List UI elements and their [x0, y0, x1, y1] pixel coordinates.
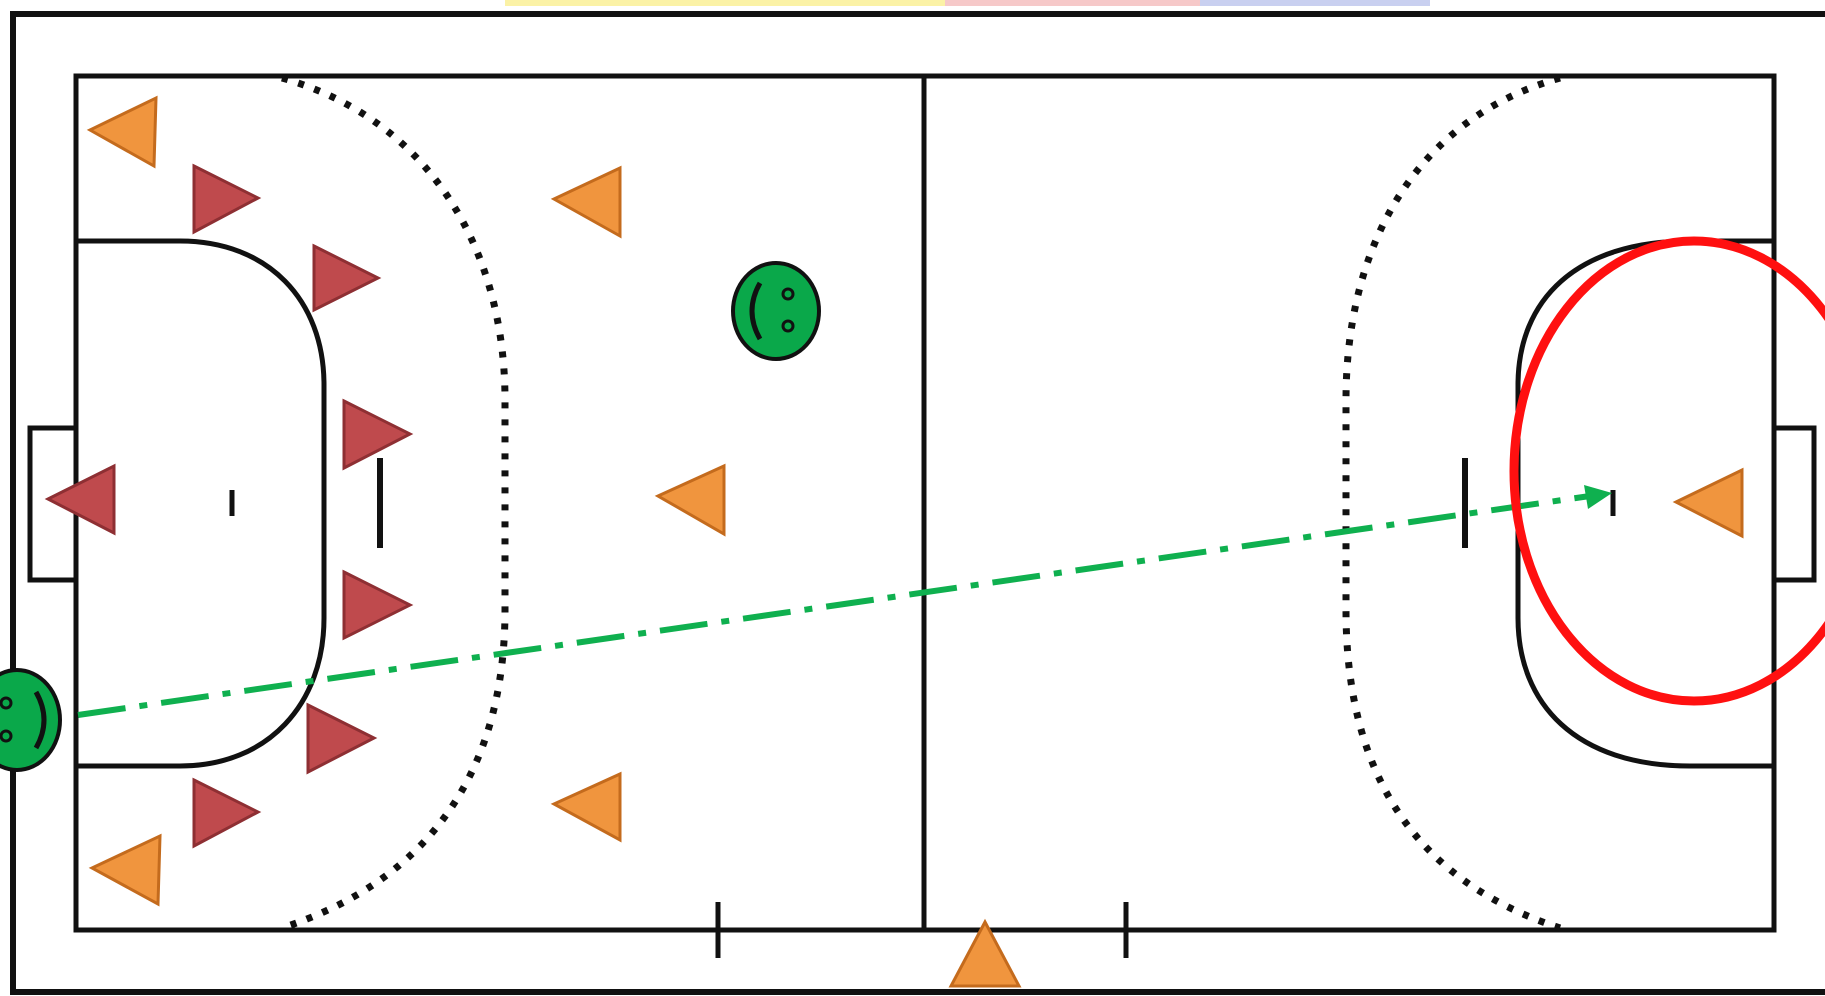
defender-5	[306, 702, 378, 775]
cone-back-court-middle	[654, 463, 726, 537]
cone-top-left	[86, 95, 158, 169]
free-throw-line-left	[280, 74, 509, 932]
player-mouth-back-court	[749, 281, 763, 341]
pass-line	[77, 493, 1591, 718]
player-eye-back-court-bottom	[781, 319, 795, 333]
cone-back-court-top	[550, 165, 622, 239]
goal-right	[1771, 425, 1817, 583]
player-face-left-edge	[0, 668, 62, 772]
goalkeeper-marker	[44, 463, 116, 536]
defender-4	[342, 569, 414, 641]
cone-near-right-goal	[1672, 467, 1744, 539]
highlight-ellipse	[1509, 236, 1825, 706]
pass-arrowhead	[1584, 485, 1612, 509]
defender-6	[192, 777, 262, 849]
strip-blue	[1200, 0, 1430, 6]
strip-yellow	[505, 0, 945, 6]
player-eye-left-edge-top	[0, 696, 13, 710]
free-throw-line-right	[1342, 74, 1562, 932]
defender-1	[192, 163, 262, 235]
goal-area-line-left	[76, 238, 327, 769]
player-eye-left-edge-bottom	[0, 729, 13, 743]
cone-back-court-bottom	[550, 771, 622, 843]
cone-bottom-left	[88, 833, 162, 907]
defender-2	[312, 243, 382, 313]
player-eye-back-court-top	[781, 287, 795, 301]
player-face-back-court	[731, 261, 821, 361]
top-color-strip	[505, 0, 1430, 6]
player-mouth-left-edge	[33, 690, 47, 750]
cone-bottom-center	[948, 918, 1022, 988]
strip-pink	[945, 0, 1200, 6]
player-left-edge	[0, 668, 62, 772]
player-back-court	[731, 261, 821, 361]
defender-3	[342, 398, 414, 471]
